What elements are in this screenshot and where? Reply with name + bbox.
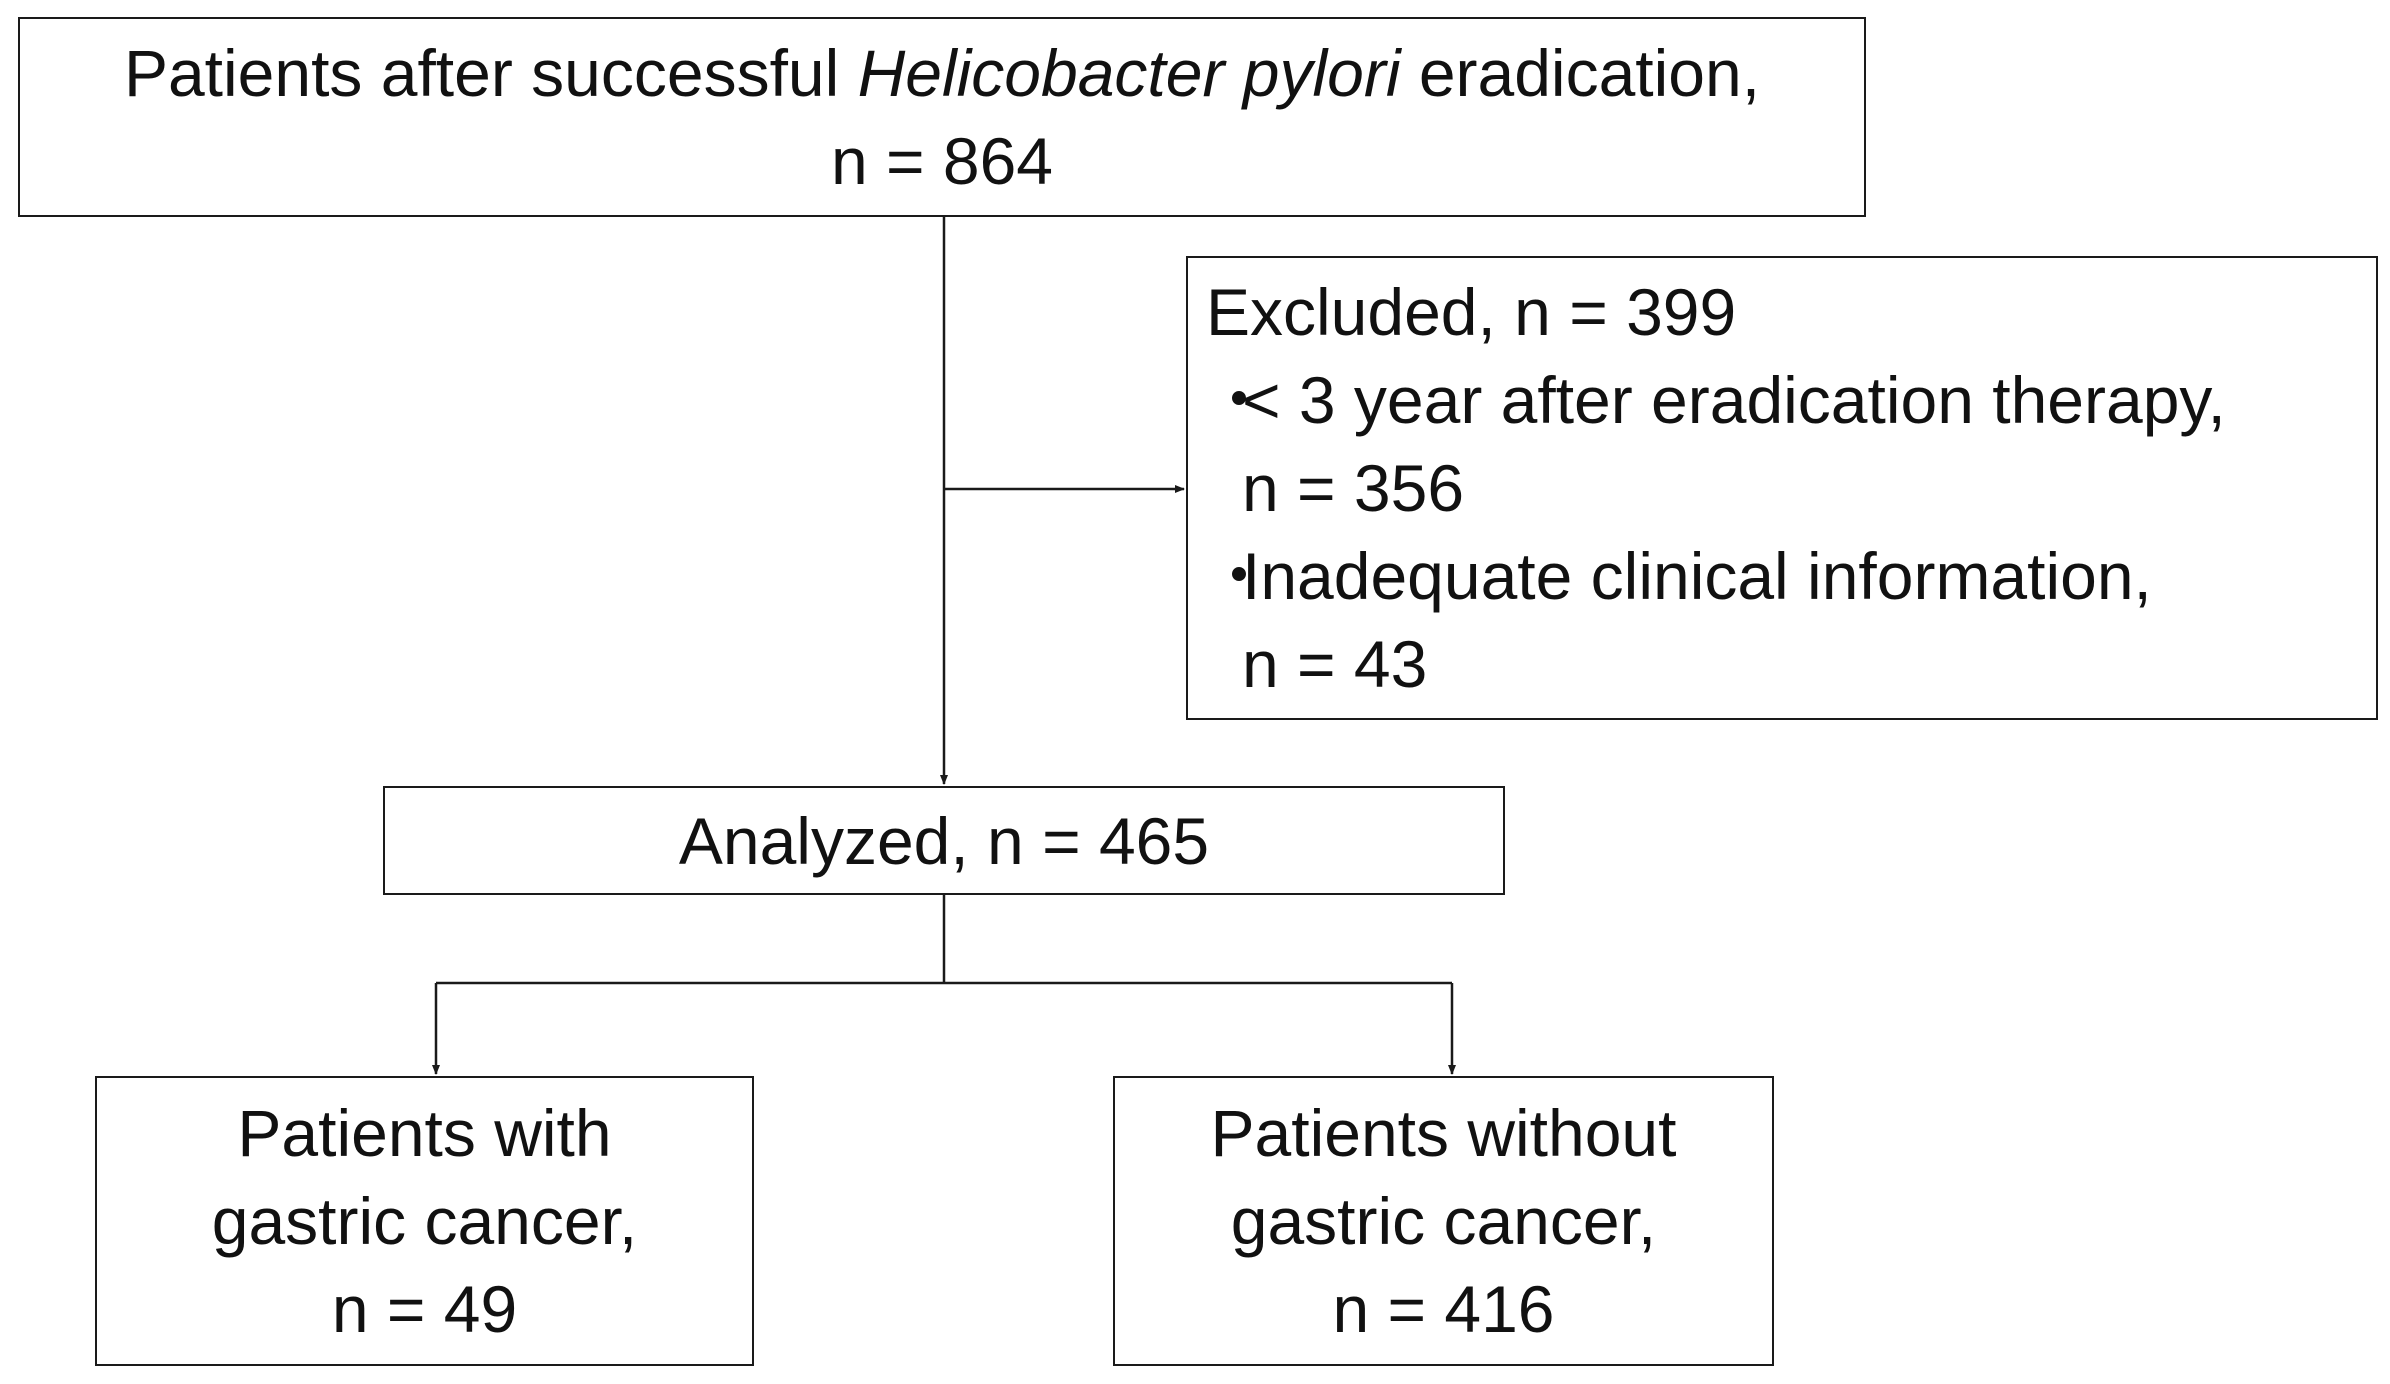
analyzed-label: Analyzed, n = 465	[678, 803, 1210, 878]
with-cancer-count: n = 49	[331, 1272, 518, 1346]
excluded-item-1-label: < 3 year after eradication therapy,	[1242, 363, 2226, 437]
initial-line-1: Patients after successful Helicobacter p…	[124, 29, 1760, 117]
box-with-gastric-cancer: Patients with gastric cancer, n = 49	[95, 1076, 754, 1366]
initial-organism: Helicobacter pylori	[857, 36, 1401, 110]
excluded-item-2: ・Inadequate clinical information,	[1206, 532, 2376, 620]
excluded-item-1-count: n = 356	[1242, 451, 1465, 525]
with-cancer-line-1: Patients with	[237, 1096, 612, 1170]
excluded-item-2-count: n = 43	[1242, 627, 1428, 701]
initial-suffix: eradication,	[1400, 36, 1761, 110]
box-excluded: Excluded, n = 399 ・< 3 year after eradic…	[1186, 256, 2378, 720]
excluded-title: Excluded, n = 399	[1206, 275, 1737, 349]
without-cancer-line-2: gastric cancer,	[1230, 1184, 1657, 1258]
excluded-item-2-label: Inadequate clinical information,	[1242, 539, 2152, 613]
with-cancer-line-2: gastric cancer,	[211, 1184, 638, 1258]
without-cancer-count: n = 416	[1332, 1272, 1555, 1346]
bullet-icon: ・	[1206, 539, 1272, 613]
box-analyzed: Analyzed, n = 465	[383, 786, 1505, 895]
box-without-gastric-cancer: Patients without gastric cancer, n = 416	[1113, 1076, 1774, 1366]
bullet-icon: ・	[1206, 363, 1272, 437]
box-initial-patients: Patients after successful Helicobacter p…	[18, 17, 1866, 217]
initial-prefix: Patients after successful	[123, 36, 858, 110]
initial-count: n = 864	[830, 124, 1054, 198]
without-cancer-line-1: Patients without	[1210, 1096, 1677, 1170]
excluded-item-1: ・< 3 year after eradication therapy,	[1206, 356, 2376, 444]
